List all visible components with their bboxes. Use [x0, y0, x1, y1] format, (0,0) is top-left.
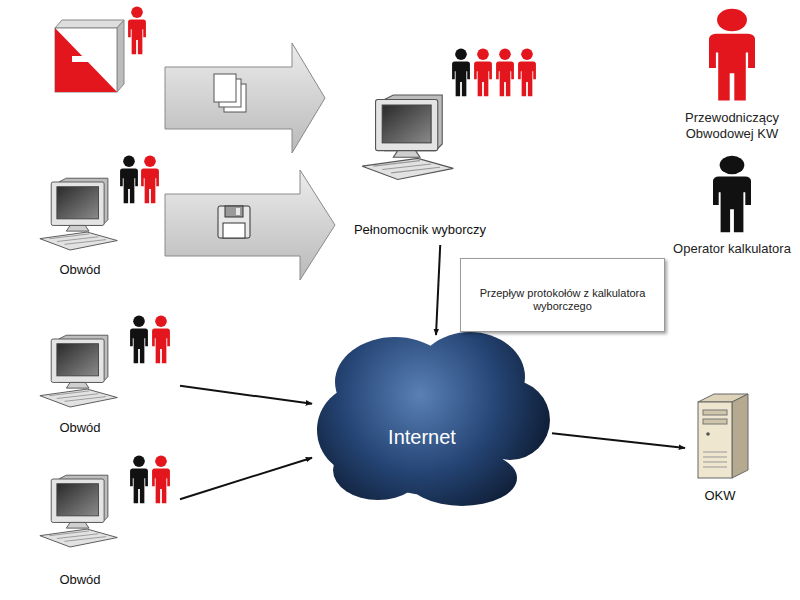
- internet-cloud-part: [407, 450, 517, 506]
- block-arrow: [165, 170, 335, 280]
- computer-proxy-part: [496, 48, 514, 96]
- server-node: OKW: [685, 388, 758, 516]
- computer-proxy-part: [474, 48, 492, 96]
- server-okw-part: [732, 394, 748, 478]
- internet-cloud-part: [333, 440, 423, 500]
- computer-obwod-2-part: [40, 335, 117, 407]
- node-label: Pełnomocnik wyborczy: [335, 222, 505, 238]
- node-label: Internet: [337, 425, 507, 449]
- node-label: Obwód: [35, 262, 125, 278]
- internet-cloud: [317, 332, 550, 506]
- computer-obwod-1-part: [120, 155, 138, 203]
- computer-obwod-2: [40, 315, 170, 407]
- floppy-disk-icon-part: [223, 223, 245, 238]
- computer-obwod-3-part: [40, 475, 117, 547]
- node-label: Obwód: [35, 420, 125, 436]
- computer-node: Pełnomocnik wyborczy: [335, 42, 555, 245]
- connector-arrow: [436, 245, 440, 335]
- computer-proxy-part: [452, 48, 470, 96]
- computer-node: Obwód: [35, 452, 180, 592]
- computer-obwod-2-part: [130, 315, 148, 363]
- floppy-disk-icon-part: [225, 206, 243, 217]
- paper-flow-arrow: [165, 43, 325, 153]
- legend-label: Operator kalkulatora: [672, 241, 792, 257]
- person-figure: [709, 8, 755, 104]
- server-okw-part: [703, 462, 727, 463]
- server-okw: [698, 394, 748, 478]
- ballot-icon-part: [55, 20, 124, 28]
- person-figure: [709, 9, 755, 101]
- floppy-disk-icon: [218, 206, 250, 238]
- ballot-icon-part: [55, 28, 117, 92]
- node-label: Obwód: [35, 572, 125, 588]
- server-okw-part: [703, 410, 727, 415]
- legend-label: Przewodniczący Obwodowej KW: [672, 110, 792, 143]
- server-okw-part: [706, 432, 710, 436]
- chairman-figure: [128, 6, 146, 54]
- paper-flow-arrow-part: [165, 43, 325, 153]
- computer-proxy-part: [518, 48, 536, 96]
- server-okw-part: [698, 402, 732, 478]
- computer-proxy: [362, 48, 536, 179]
- ballot-icon-part: [72, 56, 112, 62]
- legend: Przewodniczący Obwodowej KW Operator kalk…: [672, 8, 792, 269]
- connector-arrow: [180, 458, 312, 499]
- server-okw-part: [703, 457, 727, 458]
- server-okw-part: [703, 452, 727, 453]
- connector-arrow: [180, 386, 312, 404]
- node-label: OKW: [685, 488, 755, 504]
- person-figure: [713, 155, 751, 235]
- computer-node: Obwód: [35, 312, 180, 440]
- computer-obwod-1: [40, 155, 159, 250]
- note-box: Przepływ protokołów z kalkulatora wyborc…: [460, 258, 665, 332]
- cloud-node: Internet: [312, 335, 552, 505]
- computer-obwod-2-part: [152, 315, 170, 363]
- server-okw-part: [703, 419, 727, 424]
- legend-item: Operator kalkulatora: [672, 155, 792, 257]
- computer-obwod-3-part: [130, 455, 148, 503]
- computer-proxy-part: [362, 95, 453, 179]
- computer-obwod-1-part: [141, 155, 159, 203]
- ballot-icon: [55, 20, 124, 92]
- ballot-icon-part: [117, 20, 124, 92]
- ballot-icon-part: [55, 28, 117, 92]
- computer-obwod-1-part: [40, 178, 117, 250]
- computer-obwod-3-part: [152, 455, 170, 503]
- node-label: Przepływ protokołów z kalkulatora wyborc…: [465, 287, 660, 313]
- server-okw-part: [703, 467, 727, 468]
- floppy-disk-icon-part: [218, 206, 250, 238]
- computer-obwod-3: [40, 455, 170, 547]
- legend-item: Przewodniczący Obwodowej KW: [672, 8, 792, 143]
- connector-arrow: [552, 433, 685, 448]
- person-figure: [713, 155, 751, 231]
- floppy-disk-icon-part: [236, 208, 240, 215]
- computer-node: Obwód: [35, 170, 165, 282]
- paper-flow-arrow-part: [214, 74, 236, 102]
